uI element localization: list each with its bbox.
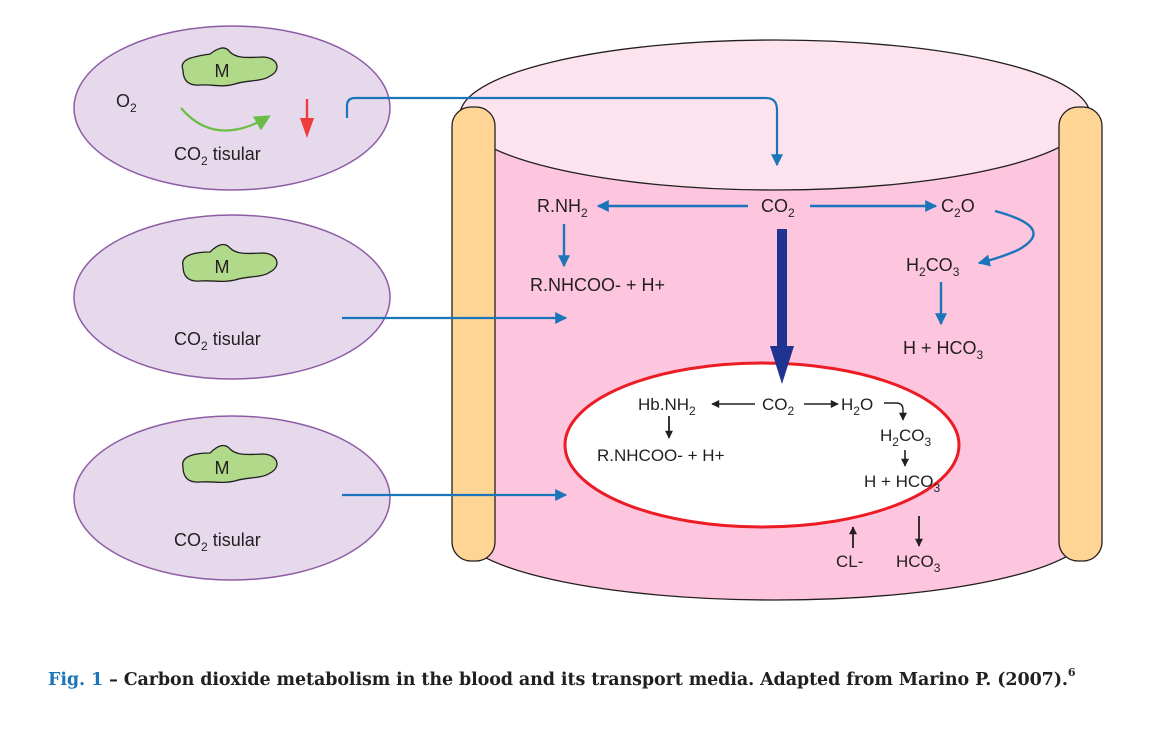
arrow-c2o-to-h2co3 bbox=[977, 209, 1035, 267]
plasma-carbamate-label: R.NHCOO- + H+ bbox=[530, 275, 665, 295]
co2-tisular-label: CO2 tisular bbox=[174, 530, 261, 554]
plasma-h2co3-label: H2CO3 bbox=[906, 255, 960, 279]
mitochondrion-label: M bbox=[215, 61, 230, 81]
caption-dash: – bbox=[103, 670, 124, 690]
co2-into-red-cell-arrow bbox=[770, 229, 794, 384]
mitochondrion-shape bbox=[182, 444, 278, 484]
plasma-co2-label: CO2 bbox=[761, 196, 795, 220]
caption-reference: 6 bbox=[1067, 666, 1076, 679]
figure-caption: Fig. 1 – Carbon dioxide metabolism in th… bbox=[48, 666, 1076, 690]
tissue-cell-2: M CO2 tisular bbox=[73, 214, 391, 380]
plasma-reactions: CO2 R.NH2 C2O R.NHCOO- + H+ H2CO3 H + HC… bbox=[530, 196, 1035, 362]
rbc-hbnh2-label: Hb.NH2 bbox=[638, 395, 696, 418]
o2-label: O2 bbox=[116, 91, 137, 115]
hco3-out-label: HCO3 bbox=[896, 552, 941, 575]
plasma-rnh2-label: R.NH2 bbox=[537, 196, 588, 220]
mitochondrion-label: M bbox=[215, 257, 230, 277]
mitochondrion-shape bbox=[182, 243, 278, 283]
vessel-wall-left bbox=[451, 106, 496, 562]
co2-flow-arrow-top bbox=[345, 96, 783, 167]
plasma-c2o-label: C2O bbox=[941, 196, 975, 220]
red-blood-cell bbox=[563, 361, 961, 529]
rbc-co2-label: CO2 bbox=[762, 395, 795, 418]
tissue-cell-3: M CO2 tisular bbox=[73, 415, 391, 581]
chloride-shift: CL- HCO3 bbox=[836, 516, 941, 575]
rbc-bicarbonate-label: H + HCO3 bbox=[864, 472, 940, 495]
co2-transport-diagram: M O2 CO2 tisular M CO2 tisular M CO2 tis… bbox=[73, 25, 1103, 601]
plasma-top bbox=[459, 39, 1091, 191]
chloride-label: CL- bbox=[836, 552, 863, 571]
figure-number: Fig. 1 bbox=[48, 670, 104, 690]
mitochondrion-label: M bbox=[215, 458, 230, 478]
red-down-arrow-icon bbox=[300, 99, 314, 138]
green-curved-arrow-icon bbox=[180, 107, 271, 132]
rbc-carbamate-label: R.NHCOO- + H+ bbox=[597, 446, 725, 465]
red-cell-reactions: CO2 Hb.NH2 H2O R.NHCOO- + H+ H2CO3 H + H… bbox=[597, 395, 940, 495]
plasma-bicarbonate-label: H + HCO3 bbox=[903, 338, 984, 362]
tissue-cell-1: M O2 CO2 tisular bbox=[73, 25, 391, 191]
co2-tisular-label: CO2 tisular bbox=[174, 329, 261, 353]
co2-tisular-label: CO2 tisular bbox=[174, 144, 261, 168]
arrow-h2o-to-h2co3 bbox=[884, 402, 907, 421]
rbc-h2co3-label: H2CO3 bbox=[880, 426, 931, 449]
rbc-h2o-label: H2O bbox=[841, 395, 873, 418]
caption-text: Carbon dioxide metabolism in the blood a… bbox=[123, 670, 1068, 690]
mitochondrion-shape bbox=[181, 47, 278, 87]
vessel-wall-right bbox=[1058, 106, 1103, 562]
